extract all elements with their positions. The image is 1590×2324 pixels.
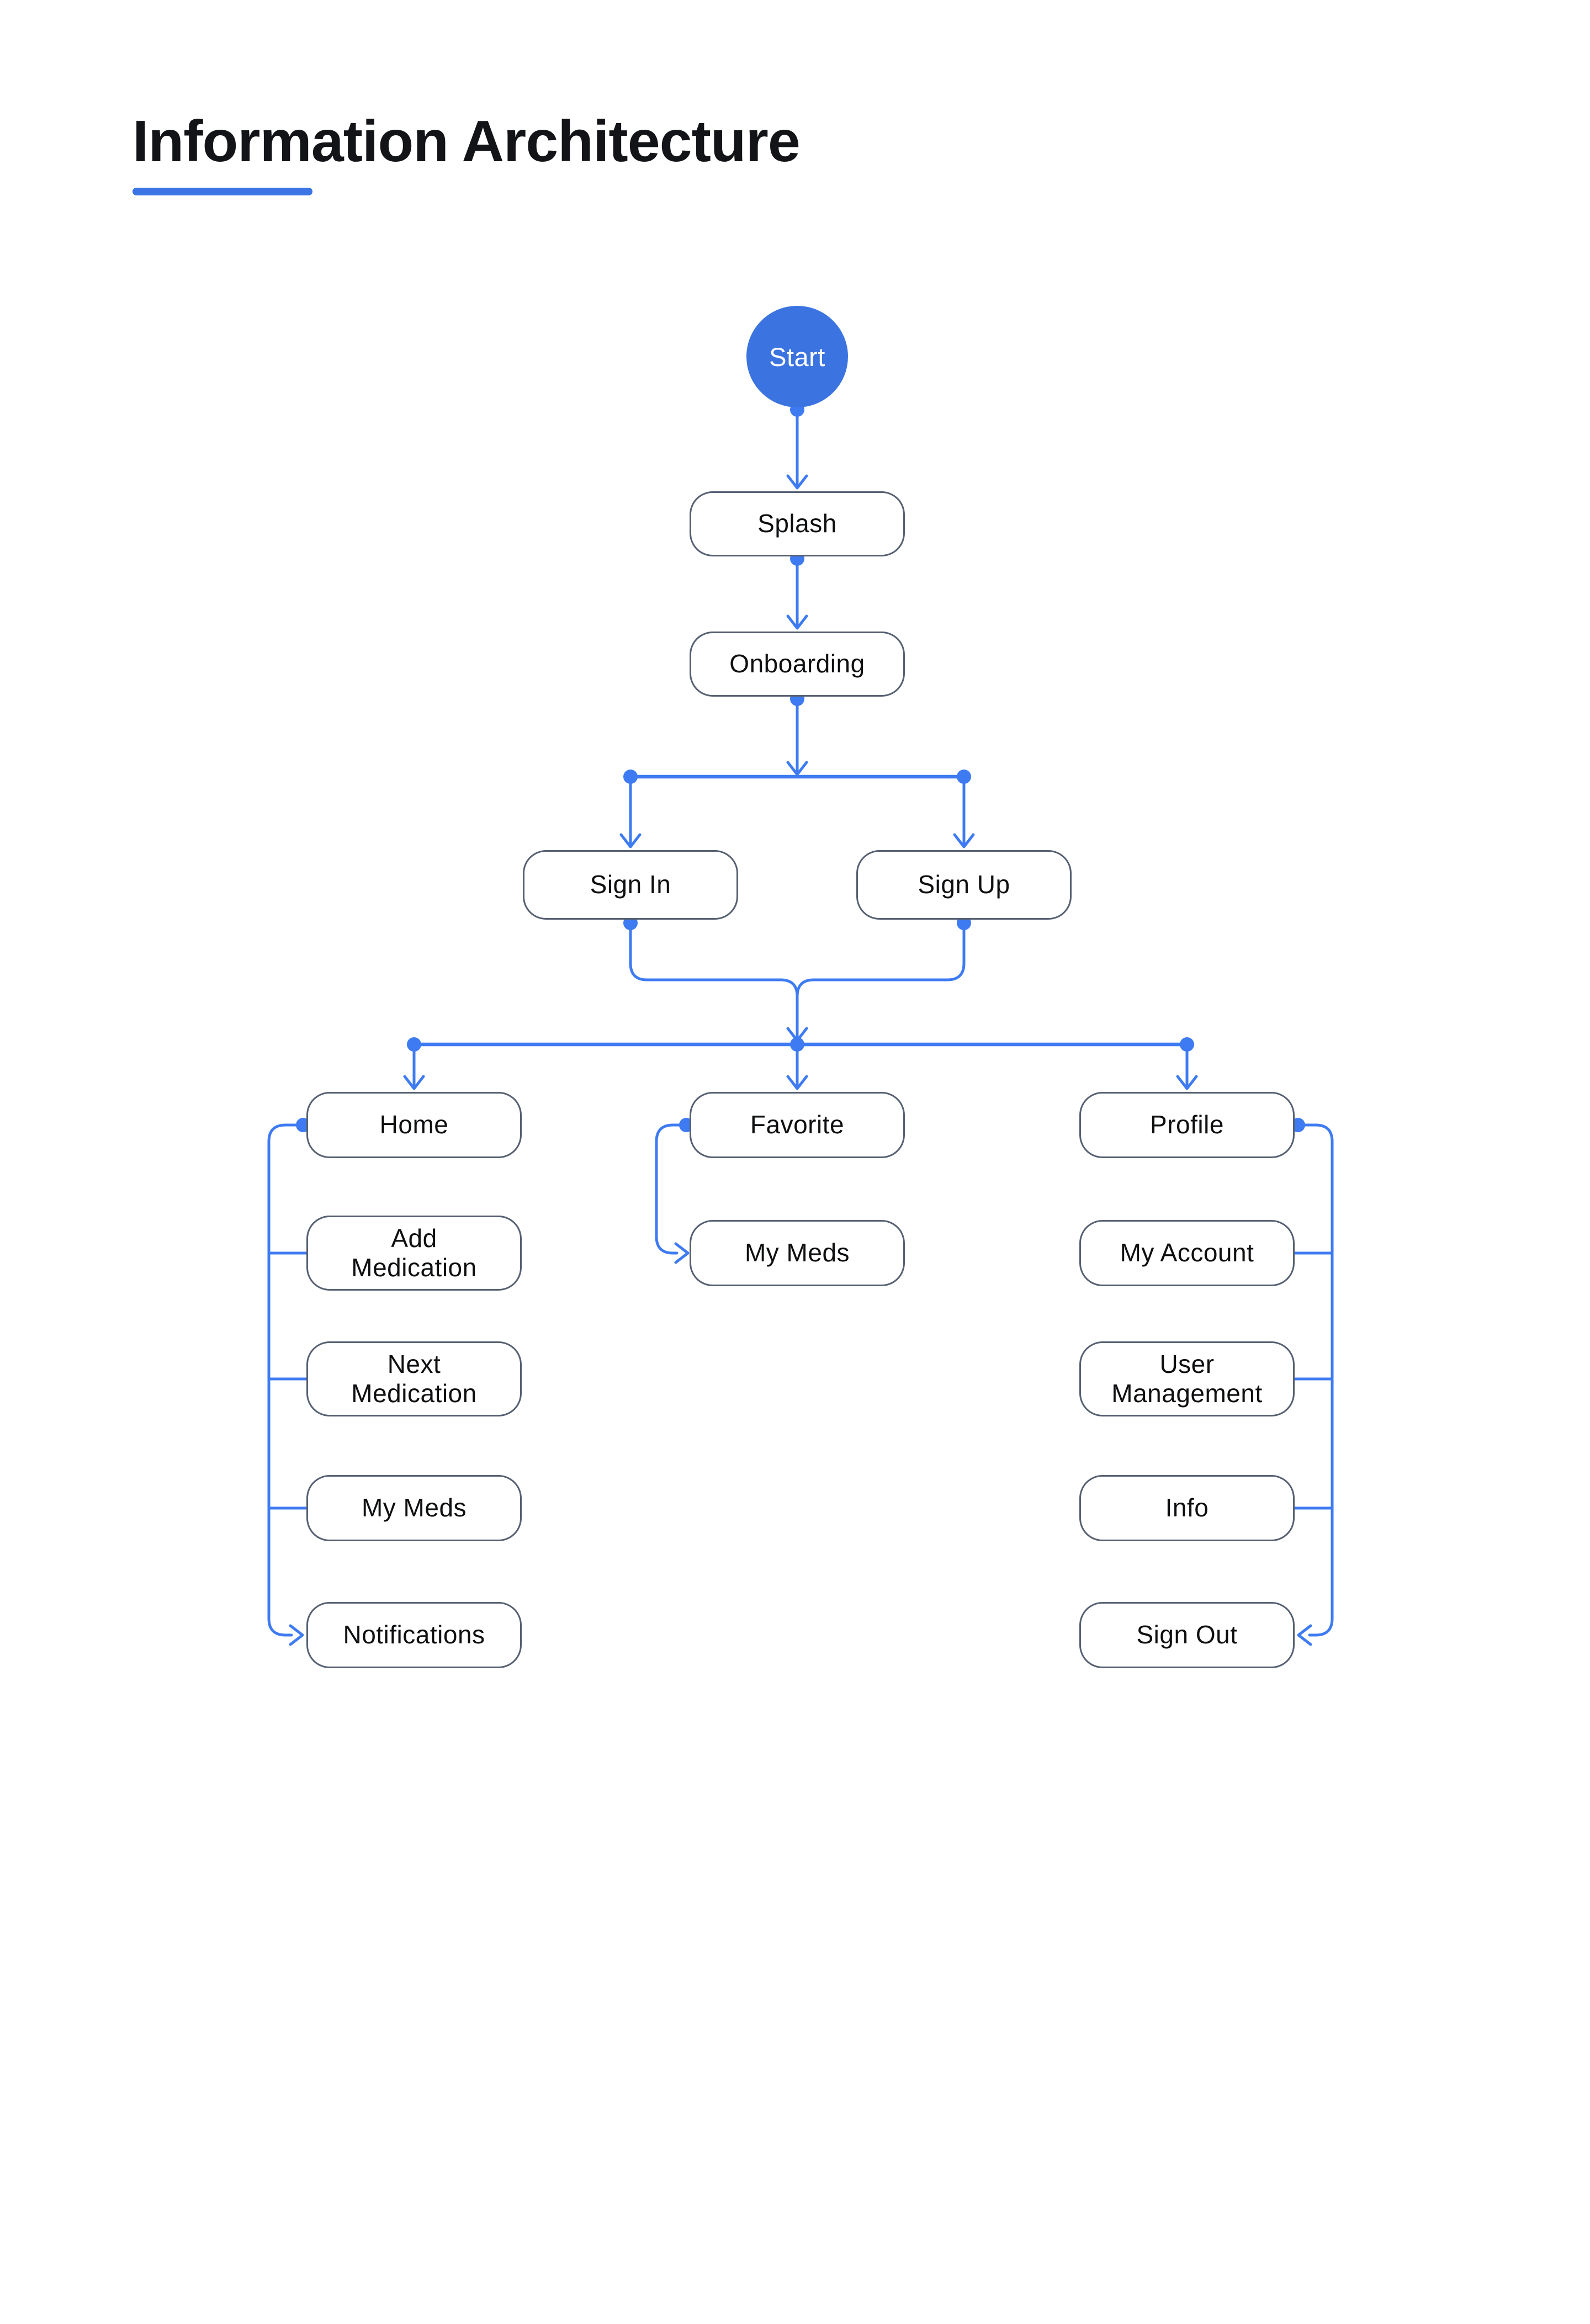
node-sign-up: Sign Up: [856, 850, 1072, 920]
node-user-management: User Management: [1079, 1341, 1295, 1416]
merge-signup: [796, 921, 966, 998]
arrowhead-mymeds-favorite: [674, 1242, 690, 1264]
arrowhead-splash: [786, 474, 808, 490]
node-sign-out: Sign Out: [1079, 1602, 1295, 1668]
merge-signin: [629, 921, 799, 998]
title-underline: [132, 188, 312, 195]
arrowhead-onboarding: [786, 614, 808, 630]
arrowhead-notifications: [289, 1624, 304, 1646]
node-next-medication: Next Medication: [306, 1341, 522, 1416]
node-profile: Profile: [1079, 1092, 1295, 1158]
arrowhead-auth-branch: [786, 761, 808, 776]
node-add-medication: Add Medication: [306, 1216, 522, 1291]
node-favorite: Favorite: [690, 1092, 905, 1158]
node-my-meds-favorite: My Meds: [690, 1220, 905, 1286]
node-info: Info: [1079, 1475, 1295, 1541]
arrowhead-profile: [1176, 1075, 1198, 1090]
arrowhead-signin: [619, 833, 642, 848]
node-onboarding: Onboarding: [690, 632, 905, 697]
node-sign-in: Sign In: [523, 850, 738, 920]
arrowhead-favorite: [786, 1075, 808, 1090]
node-splash: Splash: [690, 491, 905, 556]
node-start: Start: [746, 306, 848, 407]
node-home: Home: [306, 1092, 522, 1158]
arrowhead-signup: [953, 833, 975, 848]
arrowhead-signout: [1297, 1624, 1312, 1646]
favorite-rail: [655, 1123, 688, 1255]
page-title: Information Architecture: [132, 109, 801, 174]
node-my-account: My Account: [1079, 1220, 1295, 1286]
node-my-meds-home: My Meds: [306, 1475, 522, 1541]
node-notifications: Notifications: [306, 1602, 522, 1668]
arrowhead-home: [403, 1075, 425, 1090]
